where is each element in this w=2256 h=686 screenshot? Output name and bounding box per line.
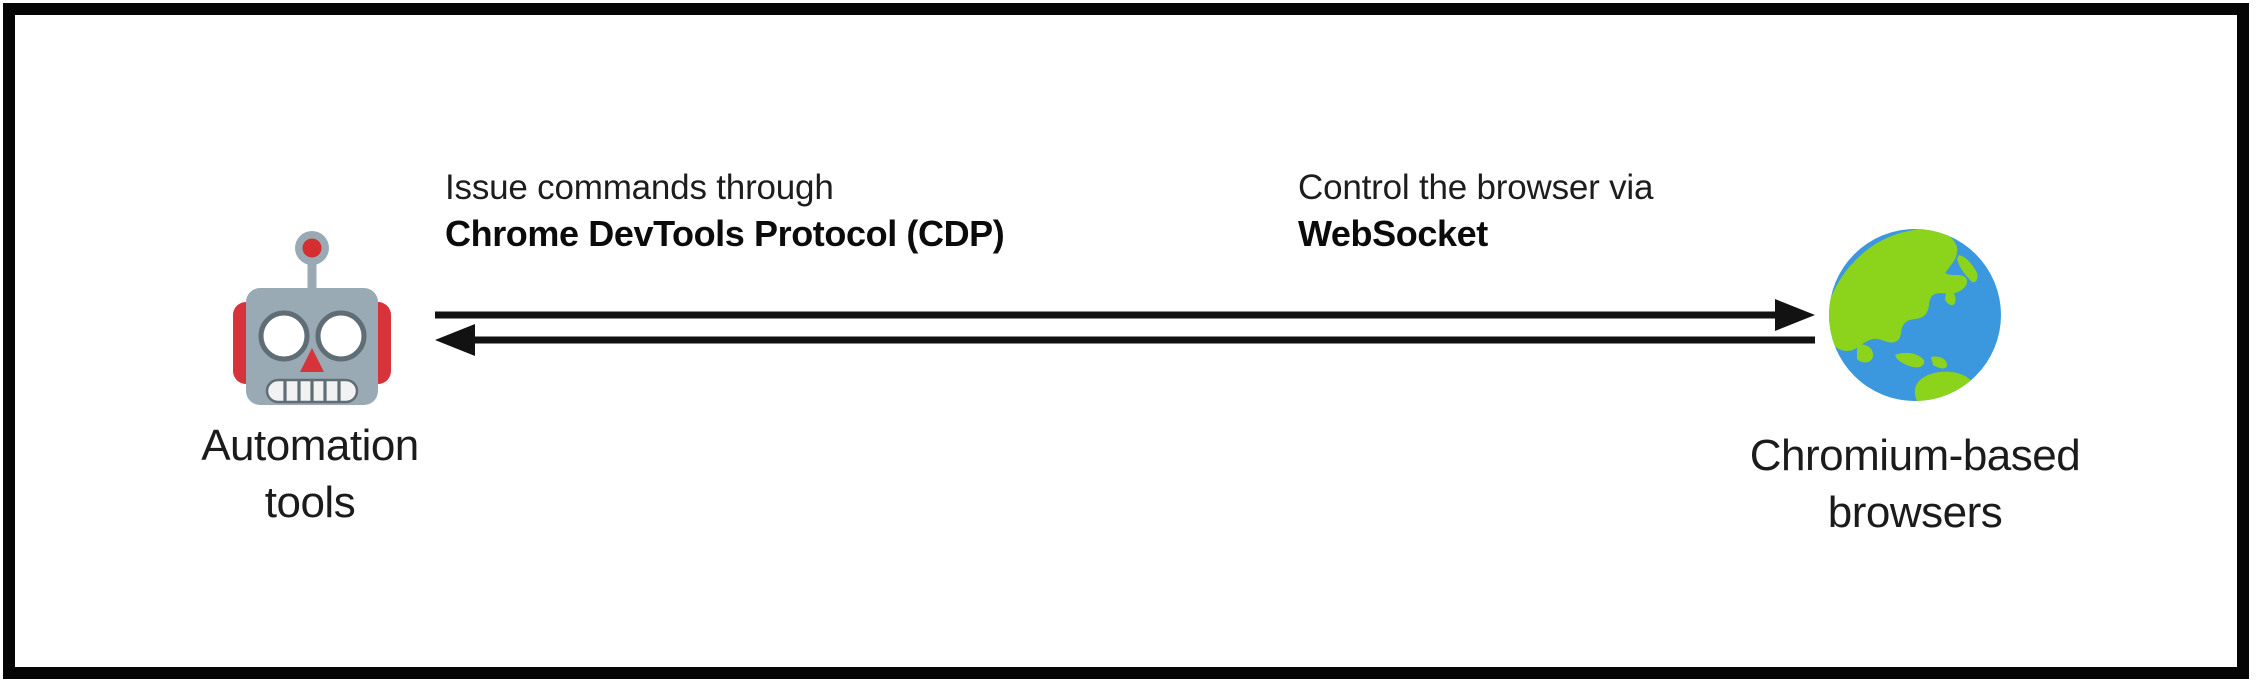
- arrow-group: [435, 299, 1815, 356]
- cdp-label-line-2: Chrome DevTools Protocol (CDP): [445, 212, 1005, 254]
- arrow-reverse-left: [435, 324, 1815, 356]
- robot-icon: [227, 230, 397, 405]
- node-label-chromium-browsers: Chromium-based browsers: [1645, 427, 2185, 541]
- cdp-label-line-1: Issue commands through: [445, 168, 834, 207]
- websocket-label-line-1: Control the browser via: [1298, 168, 1654, 207]
- edge-label-websocket: Control the browser via WebSocket: [1298, 165, 1653, 257]
- automation-label-line-2: tools: [264, 478, 356, 528]
- edge-label-cdp: Issue commands through Chrome DevTools P…: [445, 165, 1005, 257]
- arrow-forward-right: [435, 299, 1815, 331]
- diagram-frame: Automation tools: [3, 3, 2249, 679]
- browsers-label-line-1: Chromium-based: [1749, 431, 2081, 480]
- browsers-label-line-2: browsers: [1827, 488, 2003, 538]
- globe-icon: [1827, 227, 2003, 403]
- websocket-label-line-2: WebSocket: [1298, 212, 1488, 254]
- node-label-automation-tools: Automation tools: [110, 417, 510, 531]
- automation-label-line-1: Automation: [201, 421, 419, 470]
